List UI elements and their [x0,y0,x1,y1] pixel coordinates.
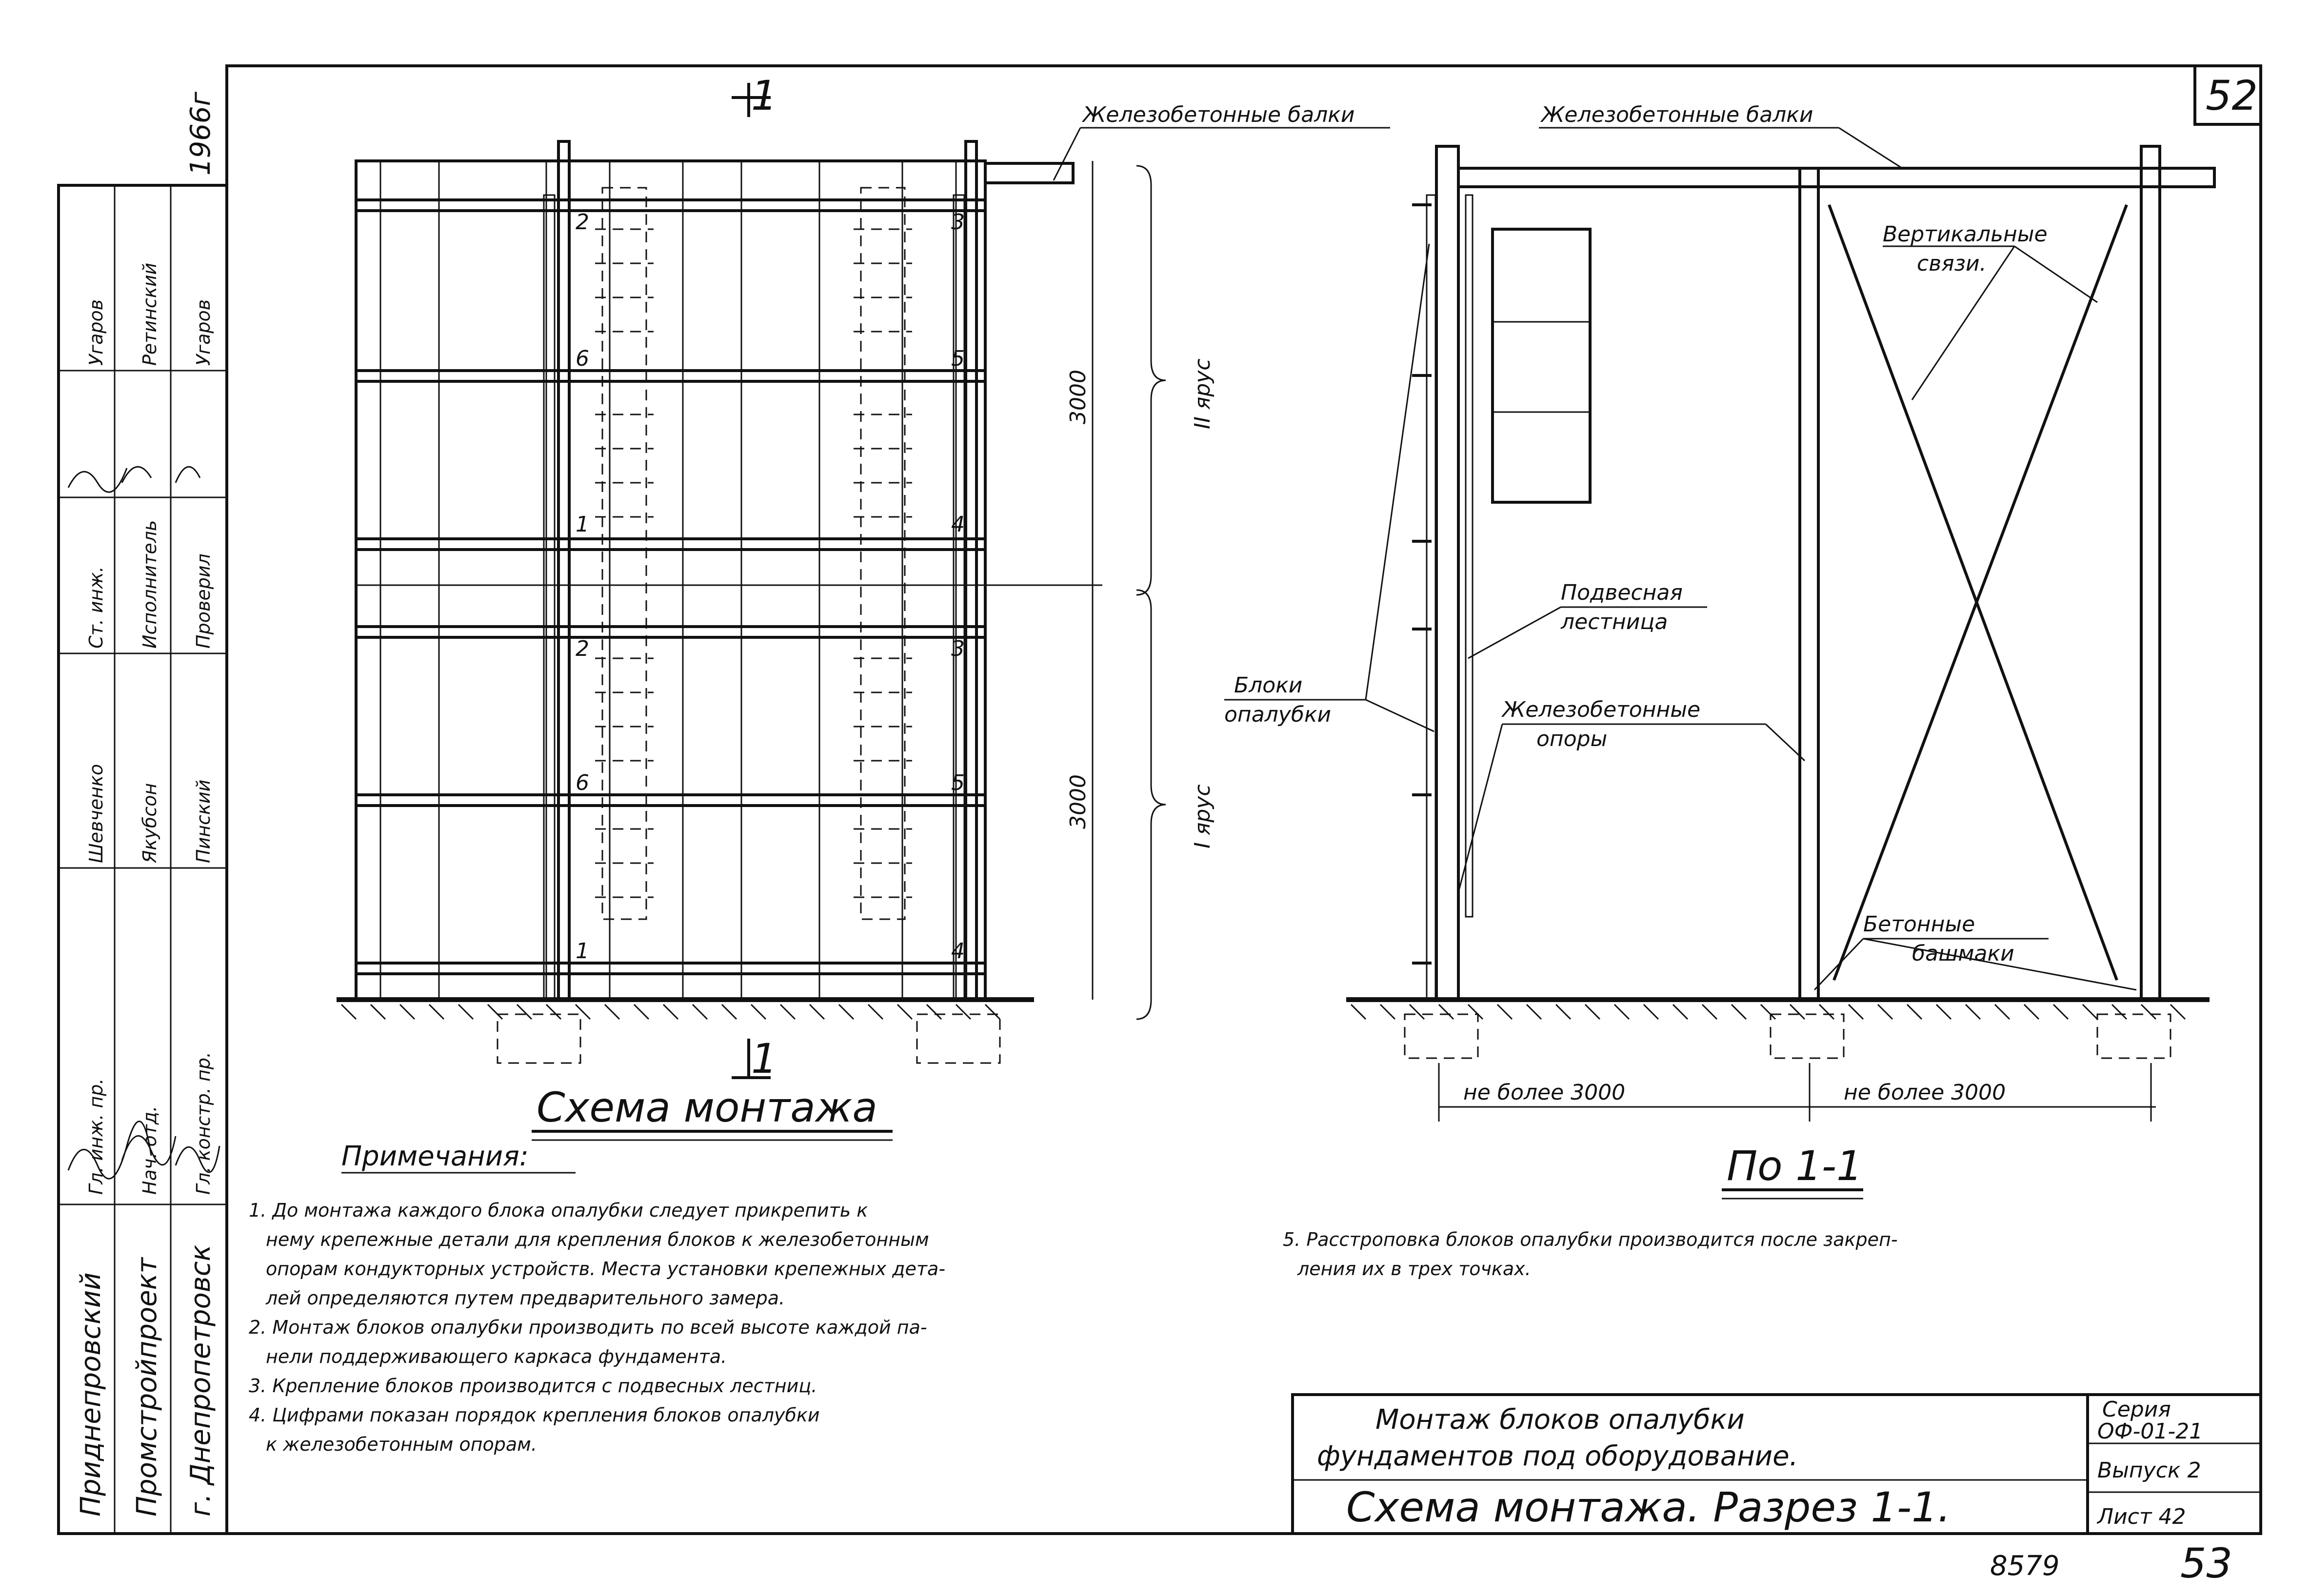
corner-number: 52 [2206,72,2258,119]
dim-left: не более 3000 [1463,1080,1625,1105]
blocks-label-1: Блоки [1234,673,1302,698]
note-4-line-1: 4. Цифрами показан порядок крепления бло… [249,1404,820,1426]
sheet-frame [225,64,2262,1535]
note-5-line-1: 5. Расстроповка блоков опалубки производ… [1283,1229,1898,1250]
tier-lower: I ярус [1190,784,1215,848]
issue-number: Выпуск 2 [2097,1458,2201,1483]
dim-lower: 3000 [1066,774,1091,829]
sheet-number: Лист 42 [2096,1504,2186,1529]
notes: Примечания: 1. До монтажа каждого блока … [249,1141,1898,1455]
stamp-role-3: Гл. констр. пр. [193,1052,214,1195]
stamp-org-2: Промстройпроект [131,1257,163,1517]
fix-point: 2 [576,210,589,235]
stamp-name2-1: Угаров [193,299,214,366]
title-line-2: фундаментов под оборудование. [1317,1440,1798,1472]
note-2-line-1: 2. Монтаж блоков опалубки производить по… [249,1317,927,1338]
stamp-year: 1966г [185,91,217,176]
stamp-name-1: Пинский [193,780,214,863]
bottom-right-number: 53 [2180,1539,2232,1587]
note-4-line-2: к железобетонным опорам. [266,1434,537,1455]
stamp-name2-2: Ретинский [139,263,160,366]
note-1-line-4: лей определяются путем предварительного … [265,1287,785,1309]
note-1-line-3: опорам кондукторных устройств. Места уст… [266,1258,945,1280]
stamp-name2-3: Угаров [85,299,107,366]
section-view: Железобетонные балки Вертикальные связи.… [1224,102,2216,1200]
stamp-role2-2: Исполнитель [139,520,160,649]
fix-point: 4 [951,939,965,964]
bracing-label-2: связи. [1917,251,1987,276]
shoes-label-1: Бетонные [1863,912,1975,937]
left-stamp: Приднепровский Промстройпроект г. Днепро… [57,91,228,1535]
fix-point: 3 [951,210,965,235]
shoes-label-2: башмаки [1912,941,2014,966]
stamp-role-1: Гл. инж. пр. [85,1078,107,1195]
note-1-line-1: 1. До монтажа каждого блока опалубки сле… [249,1200,868,1221]
title-line-1: Монтаж блоков опалубки [1375,1404,1745,1436]
fix-point: 2 [576,636,589,661]
fix-point: 5 [951,770,965,795]
elev-caption: Схема монтажа [537,1084,877,1131]
fix-point: 6 [576,346,589,371]
ladder-label-1: Подвесная [1561,580,1683,605]
elevation-view: 1 Железобетонные балки [337,72,1390,1141]
fix-point: 5 [951,346,965,371]
stamp-role2-1: Проверил [193,553,214,649]
stamp-org-3: г. Днепропетровск [185,1244,217,1517]
stamp-name-2: Якубсон [139,783,160,864]
note-5-line-2: ления их в трех точках. [1297,1258,1531,1280]
fix-point: 3 [951,636,965,661]
bracing-label-1: Вертикальные [1883,222,2048,247]
series-value: ОФ-01-21 [2097,1419,2203,1444]
section-mark-bottom: 1 [751,1035,777,1083]
stamp-role2-3: Ст. инж. [85,566,107,649]
blocks-label-2: опалубки [1224,702,1331,727]
elev-beams-label: Железобетонные балки [1081,102,1354,127]
title-block: Монтаж блоков опалубки фундаментов под о… [1291,1393,2262,1535]
dim-right: не более 3000 [1844,1080,2006,1105]
fix-point: 4 [951,512,965,537]
tier-upper: II ярус [1190,358,1215,429]
stamp-name-3: Шевченко [85,764,107,863]
sec-caption: По 1-1 [1727,1142,1862,1190]
fix-point: 6 [576,770,589,795]
section-mark-top: 1 [751,72,777,119]
sec-beams-label: Железобетонные балки [1540,102,1813,127]
note-3-line-1: 3. Крепление блоков производится с подве… [249,1375,817,1397]
notes-title: Примечания: [341,1141,529,1172]
ladder-label-2: лестница [1560,610,1668,634]
note-2-line-2: нели поддерживающего каркаса фундамента. [266,1346,727,1367]
title-subtitle: Схема монтажа. Разрез 1-1. [1346,1483,1951,1531]
stamp-org-1: Приднепровский [75,1272,107,1517]
fix-point: 1 [576,512,589,537]
supports-label-1: Железобетонные [1501,697,1700,722]
bottom-left-number: 8579 [1990,1550,2060,1582]
dim-upper: 3000 [1066,370,1091,424]
note-1-line-2: нему крепежные детали для крепления блок… [266,1229,929,1250]
corner-number-box [2193,64,2262,126]
supports-label-2: опоры [1536,727,1607,751]
signature-scribbles [67,466,220,1180]
series-label: Серия [2102,1397,2171,1422]
fix-point: 1 [576,939,589,964]
